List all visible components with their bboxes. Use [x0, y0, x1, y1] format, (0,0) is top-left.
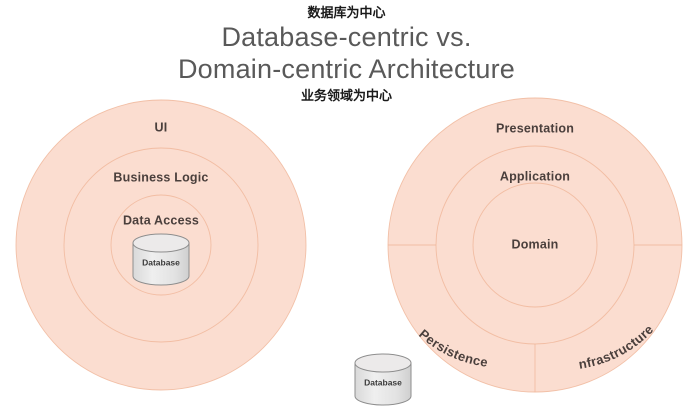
external-database-cylinder: Database: [354, 353, 412, 406]
right-inner-ring-outline: [472, 182, 598, 308]
left-middle-ring-outline: [63, 147, 259, 343]
database-cylinder-top: [132, 233, 190, 253]
left-layer-label-business-logic: Business Logic: [113, 170, 208, 184]
right-layer-label-application: Application: [500, 169, 570, 183]
database-cylinder-label: Database: [142, 257, 180, 267]
database-cylinder-body: [132, 242, 190, 286]
left-inner-ring-outline: [110, 194, 212, 296]
annotation-domain-centric: 业务领域为中心: [300, 89, 392, 104]
left-layer-label-data-access: Data Access: [123, 213, 199, 227]
external-database-body: [354, 362, 412, 406]
external-database-top: [354, 353, 412, 373]
external-database-label: Database: [364, 377, 402, 387]
left-outer-ring-outline: [15, 99, 307, 391]
left-database-cylinder: Database: [132, 233, 190, 286]
right-layer-label-domain: Domain: [511, 237, 558, 251]
annotation-database-centric: 数据库为中心: [307, 6, 386, 21]
page-title: Database-centric vs. Domain-centric Arch…: [177, 22, 516, 84]
right-outer-ring-fill: [388, 98, 682, 392]
left-layer-label-ui: UI: [155, 120, 168, 134]
right-layer-label-presentation: Presentation: [496, 121, 574, 135]
